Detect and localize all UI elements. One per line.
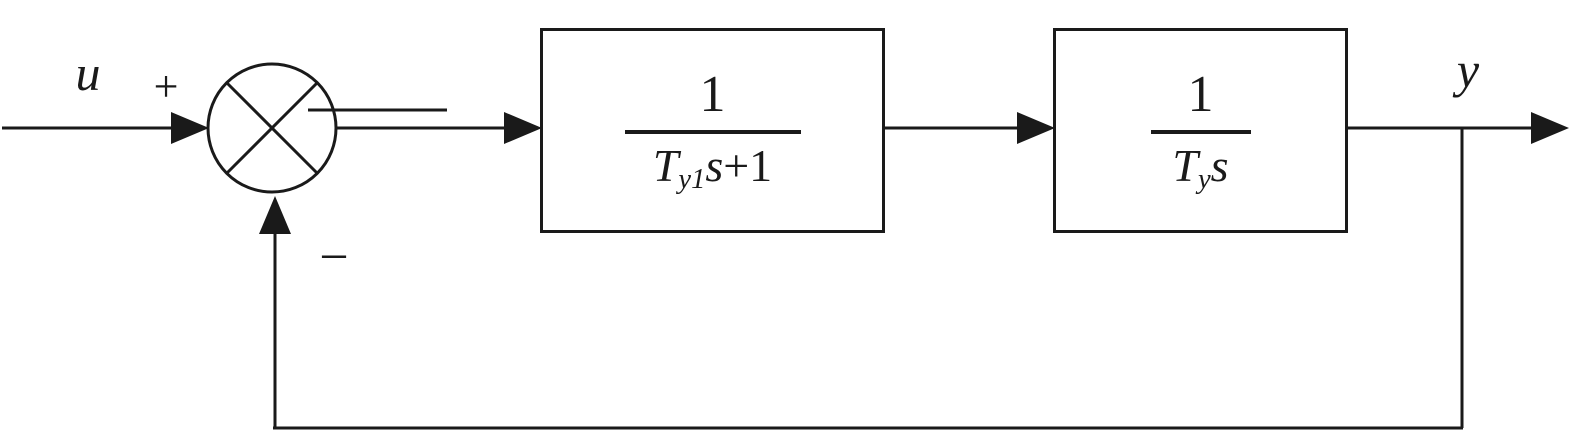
arrowhead-group	[171, 112, 1569, 234]
minus-sign-label: −	[319, 229, 349, 286]
block1-den-subscript: y1	[678, 164, 706, 196]
arrowhead-feedback-up	[259, 196, 291, 234]
wire-group	[2, 126, 1535, 430]
junction-diagonal-2	[225, 81, 319, 175]
block1-numerator: 1	[699, 66, 726, 124]
block2-den-T: T	[1172, 140, 1198, 192]
block2-numerator: 1	[1187, 66, 1214, 124]
block1-fraction-bar	[624, 130, 801, 135]
arrowhead-into-block1	[504, 112, 542, 144]
block2-den-s: s	[1210, 140, 1229, 192]
plus-sign-label: +	[153, 62, 179, 111]
input-signal-label: u	[75, 45, 101, 101]
arrowhead-into-block2	[1017, 112, 1055, 144]
block1-den-s: s	[705, 140, 724, 192]
summing-junction-cross	[225, 81, 447, 175]
arrowhead-output	[1531, 112, 1569, 144]
transfer-block-1: 1 Ty1s+1	[540, 28, 885, 233]
arrowhead-into-sum	[171, 112, 209, 144]
block1-den-T: T	[652, 140, 679, 192]
block1-den-plus-one: +1	[723, 140, 773, 192]
output-signal-label: y	[1456, 42, 1480, 98]
block1-denominator: Ty1s+1	[652, 140, 773, 196]
block2-den-subscript: y	[1198, 164, 1211, 196]
block2-fraction-bar	[1150, 130, 1251, 135]
transfer-block-2: 1 Tys	[1053, 28, 1348, 233]
block2-denominator: Tys	[1172, 140, 1229, 196]
